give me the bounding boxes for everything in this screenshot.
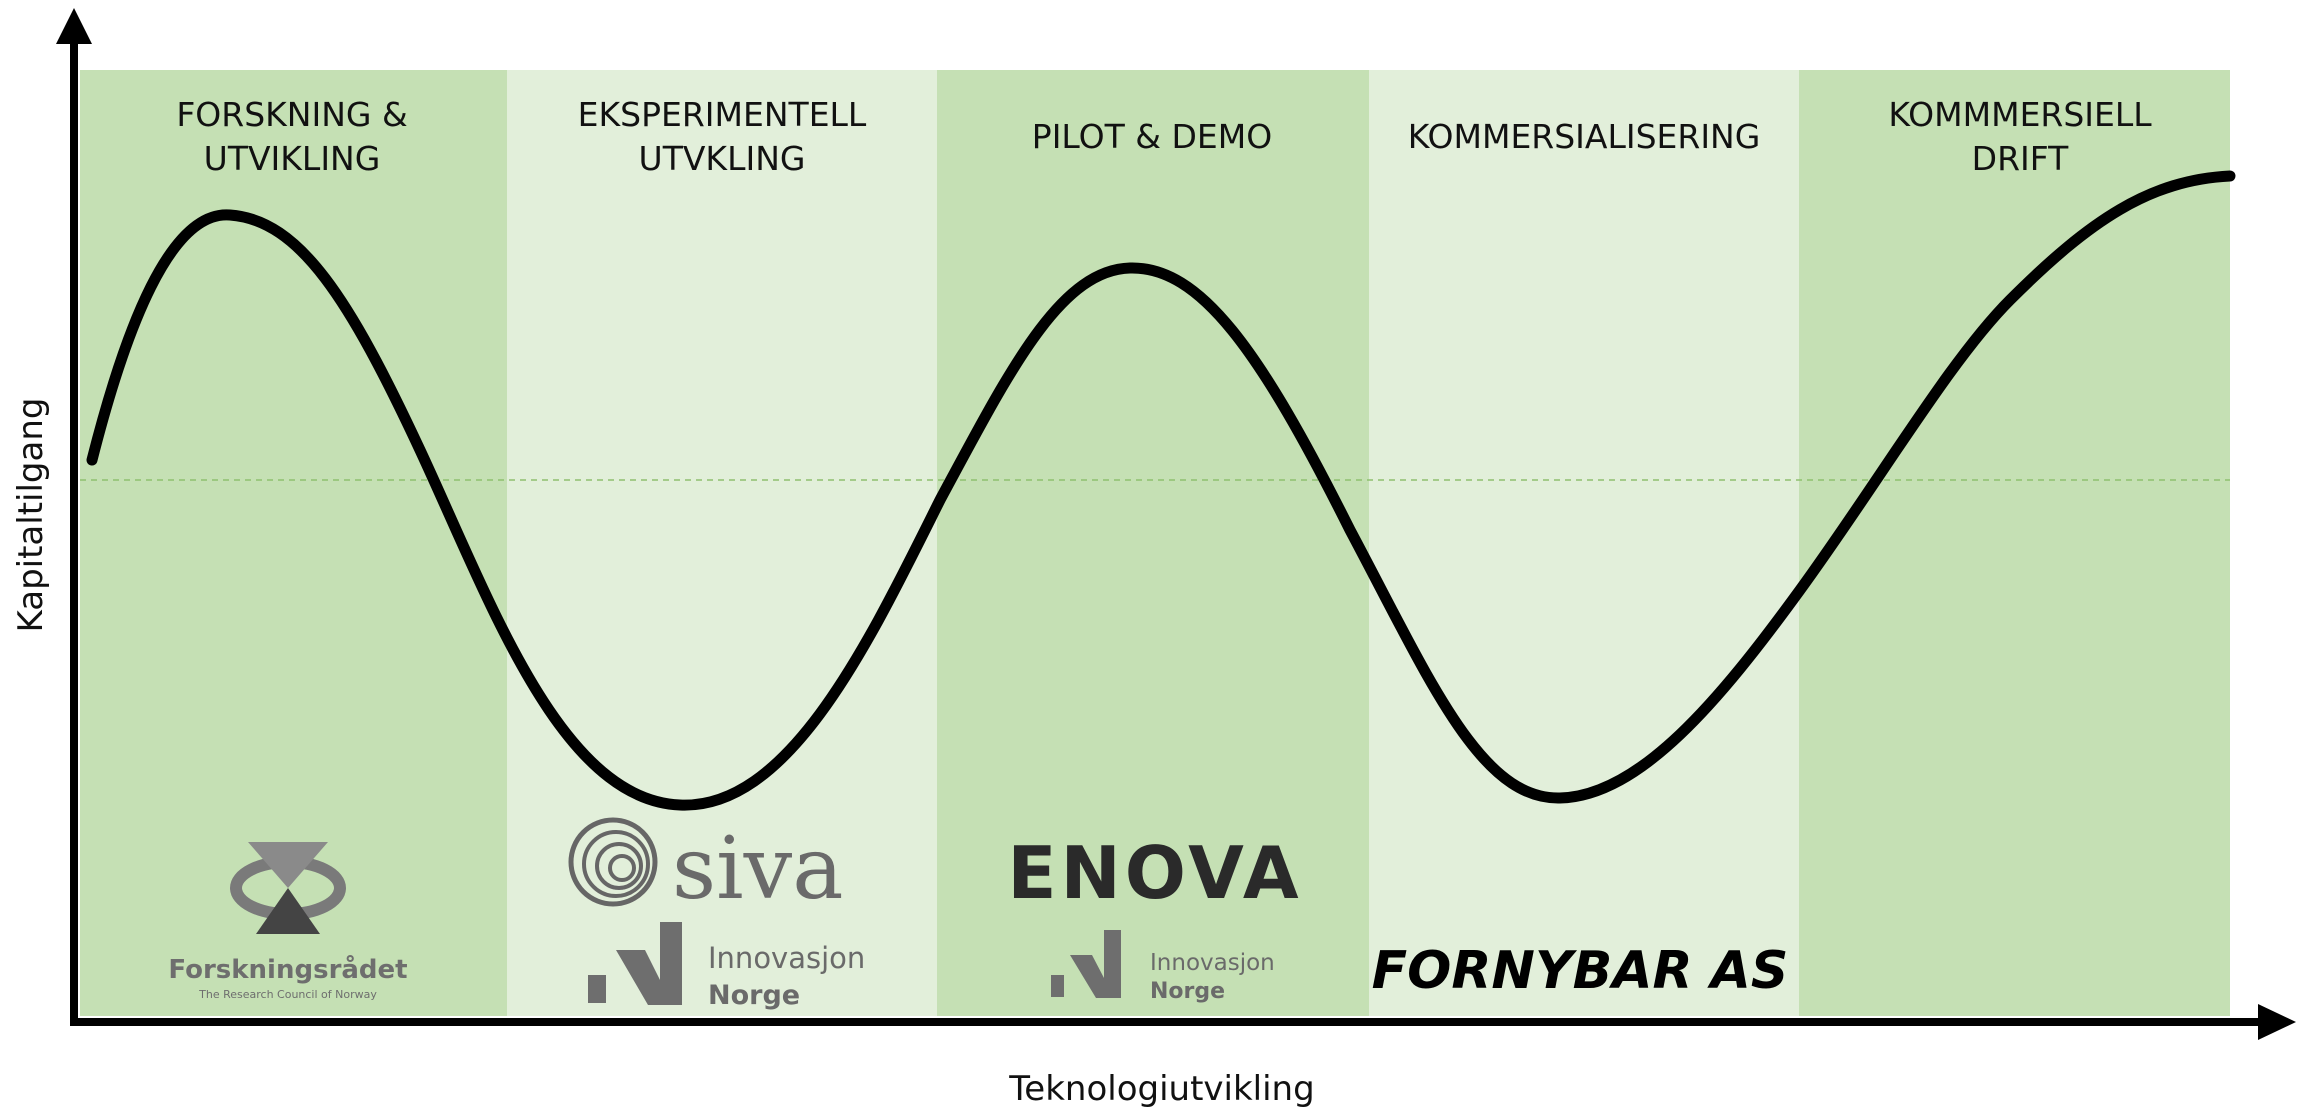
stage-label-commercialization: KOMMERSIALISERING: [1408, 117, 1761, 156]
y-axis-arrow-icon: [56, 8, 92, 44]
innovasjon-norge-dot-icon: [588, 975, 606, 1003]
innovasjon-norge-small-line2: Norge: [1150, 979, 1225, 1004]
x-axis-arrow-icon: [2258, 1004, 2296, 1040]
stage-label-research-line1: FORSKNING &: [176, 95, 407, 134]
stage-label-research-line2: UTVIKLING: [204, 139, 381, 178]
axes: [56, 8, 2296, 1040]
forskningsradet-hourglass-bottom-icon: [256, 888, 320, 934]
stage-band-operation: [1799, 70, 2230, 1016]
innovasjon-norge-small-check-icon: [1070, 930, 1121, 998]
stage-label-operation-line2: DRIFT: [1972, 139, 2069, 178]
stage-bands: [80, 70, 2230, 1016]
innovasjon-norge-line1: Innovasjon: [708, 941, 865, 975]
fornybar-logo: FORNYBAR AS: [1372, 941, 1789, 1001]
innovasjon-norge-logo-small: Innovasjon Norge: [1051, 930, 1275, 1004]
stage-band-experimental: [507, 70, 937, 1016]
innovasjon-norge-small-line1: Innovasjon: [1150, 950, 1275, 976]
innovasjon-norge-logo-large: Innovasjon Norge: [588, 922, 865, 1011]
stage-label-experimental-line2: UTVKLING: [639, 139, 806, 178]
stage-label-experimental-line1: EKSPERIMENTELL: [578, 95, 867, 134]
stage-label-operation-line1: KOMMMERSIELL: [1888, 95, 2152, 134]
stage-label-pilot: PILOT & DEMO: [1032, 117, 1272, 156]
siva-logo: siva: [568, 817, 844, 919]
enova-logo: ENOVA: [1007, 831, 1302, 915]
stage-band-commercialization: [1369, 70, 1799, 1016]
innovasjon-norge-small-dot-icon: [1051, 975, 1064, 997]
forskningsradet-logo: Forskningsrådet The Research Council of …: [168, 842, 408, 1001]
innovasjon-norge-line2: Norge: [708, 980, 800, 1011]
forskningsradet-name: Forskningsrådet: [168, 953, 407, 985]
stage-band-pilot: [937, 70, 1369, 1016]
siva-name: siva: [672, 819, 844, 919]
stage-labels: FORSKNING & UTVIKLING EKSPERIMENTELL UTV…: [176, 95, 2152, 178]
siva-swirl-icon: [568, 817, 658, 907]
forskningsradet-tagline: The Research Council of Norway: [198, 988, 377, 1001]
x-axis-label: Teknologiutvikling: [1008, 1069, 1314, 1109]
enova-name: ENOVA: [1007, 831, 1302, 915]
innovasjon-norge-check-icon: [616, 922, 682, 1005]
forskningsradet-hourglass-top-icon: [248, 842, 328, 888]
y-axis-label: Kapitaltilgang: [11, 398, 51, 633]
capital-access-curve: [86, 170, 2236, 811]
